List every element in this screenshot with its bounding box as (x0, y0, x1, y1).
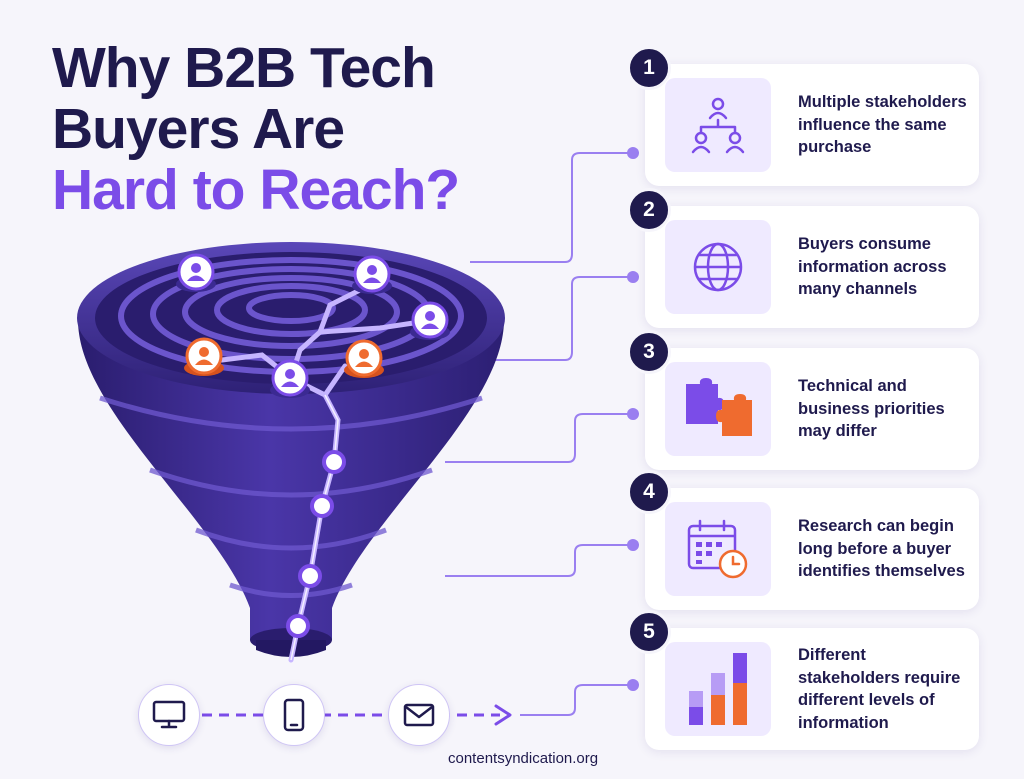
monitor-icon (152, 700, 186, 729)
card-number-badge: 3 (627, 330, 671, 374)
reason-card-1: 1 Multiple stakeholders influence the sa… (627, 46, 979, 186)
connector-2 (495, 276, 632, 361)
card-number-badge: 4 (627, 470, 671, 514)
stakeholder-tokens (176, 253, 450, 398)
card-icon-tile (665, 502, 771, 596)
stakeholder-user-icon (176, 253, 216, 292)
funnel (77, 242, 505, 663)
connector-3 (445, 413, 632, 463)
card-number-badge: 5 (627, 610, 671, 654)
page-title: Why B2B Tech Buyers Are Hard to Reach? (52, 36, 460, 222)
title-line-1: Why B2B Tech (52, 36, 436, 100)
stakeholder-user-icon (352, 255, 392, 294)
card-number-badge: 2 (627, 188, 671, 232)
card-text: Multiple stakeholders influence the same… (798, 93, 967, 157)
stakeholder-user-icon (410, 301, 450, 340)
card-text: Research can begin long before a buyer i… (798, 517, 965, 581)
card-icon-tile (665, 220, 771, 314)
connector-5 (520, 684, 632, 716)
reason-card-5: 5 Different stakeholders require differe… (627, 610, 979, 750)
org-chart-people-icon (691, 97, 745, 154)
connector-1 (470, 152, 632, 263)
card-number-badge: 1 (627, 46, 671, 90)
device-monitor (138, 684, 200, 746)
stakeholder-user-icon (344, 339, 384, 378)
path-nodes (286, 450, 346, 638)
connector-dots (627, 147, 639, 691)
device-smartphone (263, 684, 325, 746)
title-line-3: Hard to Reach? (52, 158, 460, 222)
card-text: Technical and business priorities may di… (798, 377, 945, 441)
channel-flow-line (202, 704, 512, 726)
title-line-2: Buyers Are (52, 97, 345, 161)
reason-card-2: 2 Buyers consume information across many… (627, 188, 979, 328)
card-icon-tile (665, 642, 771, 736)
card-text: Buyers consume information across many c… (798, 235, 947, 299)
smartphone-icon (283, 698, 305, 732)
bar-chart-icon (689, 653, 747, 725)
card-icon-tile (665, 362, 771, 456)
reason-card-3: 3 Technical and business priorities may … (627, 330, 979, 470)
connector-lines (445, 152, 632, 716)
connector-4 (445, 544, 632, 577)
card-icon-tile (665, 78, 771, 172)
calendar-clock-icon (687, 519, 748, 579)
device-email (388, 684, 450, 746)
envelope-icon (403, 703, 435, 727)
reason-card-4: 4 Research can begin long before a buyer… (627, 470, 979, 610)
footer-url: contentsyndication.org (448, 750, 599, 767)
globe-icon (693, 242, 743, 292)
stakeholder-user-icon (184, 337, 224, 376)
card-text: Different stakeholders require different… (798, 646, 961, 732)
stakeholder-user-icon (270, 359, 310, 398)
puzzle-pieces-icon (686, 378, 752, 436)
